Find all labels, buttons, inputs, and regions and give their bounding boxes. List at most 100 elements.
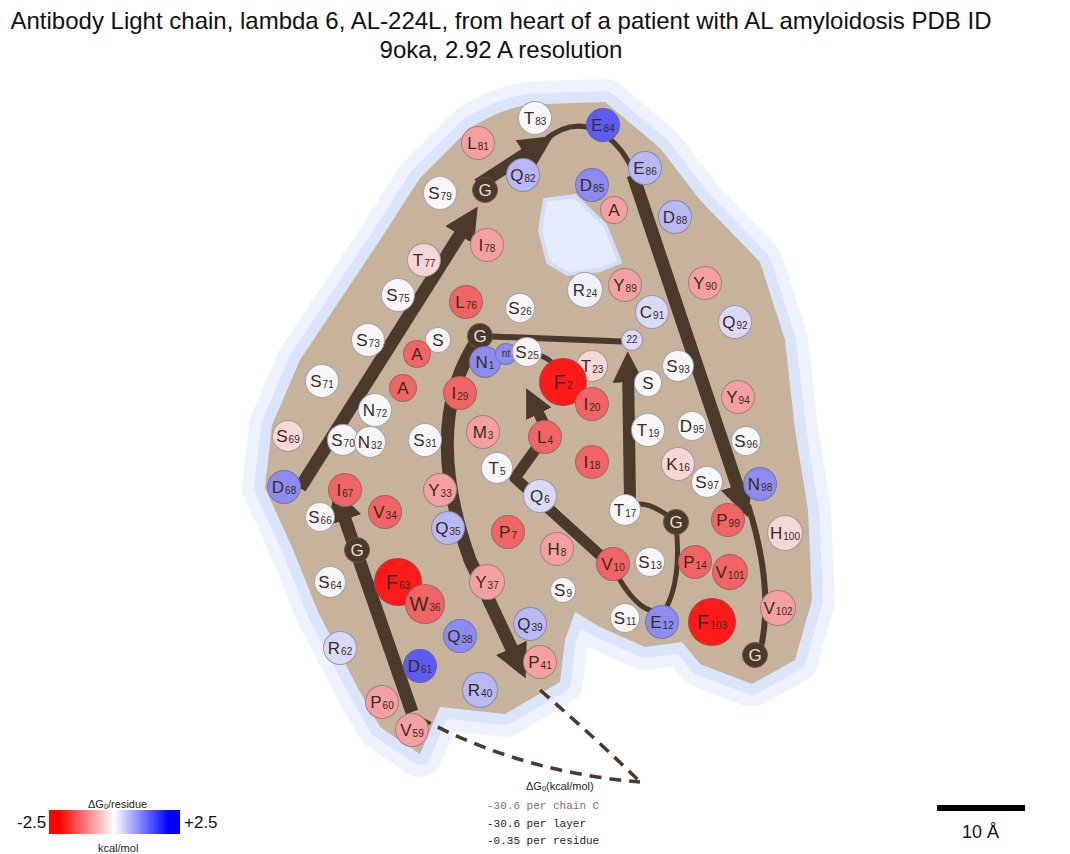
residue-node: Q92	[718, 305, 752, 339]
residue-number: 103	[710, 621, 727, 631]
residue-letter: A	[608, 202, 619, 219]
residue-number: 63	[399, 581, 410, 591]
residue-node: W36	[405, 584, 445, 624]
residue-letter: S	[614, 610, 625, 627]
residue-node: S73	[351, 323, 385, 357]
residue-node: I18	[575, 445, 609, 479]
residue-letter: A	[411, 346, 422, 363]
residue-letter: Y	[428, 482, 439, 499]
residue-number: 1	[489, 361, 495, 371]
residue-number: 26	[521, 307, 532, 317]
residue-node: L4	[528, 420, 562, 454]
residue-node: M3	[466, 415, 500, 449]
residue-letter: T	[413, 252, 423, 269]
residue-letter: R	[328, 640, 340, 657]
residue-letter: S	[666, 358, 677, 375]
residue-number: 94	[739, 396, 750, 406]
scale-label: 10 Å	[962, 822, 999, 842]
residue-number: 64	[331, 581, 342, 591]
backbone-ribbon	[300, 126, 765, 782]
residue-letter: T	[489, 460, 499, 477]
residue-letter: P	[683, 554, 694, 571]
residue-node: P14	[678, 545, 712, 579]
label-holder: ΔGₒ/residue	[88, 794, 147, 812]
residue-letter: Y	[726, 389, 737, 406]
residue-number: 25	[528, 351, 539, 361]
residue-letter: K	[666, 456, 677, 473]
residue-node: Y94	[721, 380, 755, 414]
residue-node: E86	[628, 151, 662, 185]
title: Antibody Light chain, lambda 6, AL-224L,…	[0, 6, 1011, 64]
residue-number: 77	[424, 259, 435, 269]
residue-node: D95	[677, 411, 707, 441]
residue-node: P41	[523, 645, 557, 679]
residue-letter: S	[356, 332, 367, 349]
residue-number: 38	[462, 635, 473, 645]
residue-number: 24	[586, 289, 597, 299]
residue-letter: Y	[613, 277, 624, 294]
legend-holder: -2.5	[17, 813, 46, 833]
residue-number: 13	[651, 561, 662, 571]
residue-letter: D	[272, 479, 284, 496]
residue-node: S97	[691, 466, 723, 498]
residue-number: 75	[399, 294, 410, 304]
residue-number: 90	[706, 282, 717, 292]
residue-letter: Q	[435, 520, 448, 537]
residue-letter: T	[614, 502, 624, 519]
residue-node: C91	[635, 295, 669, 329]
legend-note: ΔGₒ/residue	[88, 798, 147, 810]
residue-number: 93	[679, 365, 690, 375]
residue-letter: I	[452, 385, 457, 402]
residue-number: 2	[567, 381, 573, 391]
label-holder: -30.6 per chain C	[487, 795, 599, 813]
residue-number: 89	[626, 284, 637, 294]
residue-node: F103	[688, 598, 736, 646]
residue-number: 78	[484, 244, 495, 254]
residue-letter: S	[310, 373, 321, 390]
residue-node: A	[600, 196, 628, 224]
residue-node: S79	[423, 176, 457, 210]
residue-letter: V	[400, 722, 411, 739]
residue-number: 40	[481, 689, 492, 699]
residue-number: 98	[761, 483, 772, 493]
residue-number: 101	[728, 571, 745, 581]
residue-letter: Q	[447, 628, 460, 645]
residue-node: V102	[760, 590, 796, 626]
residue-node: I20	[575, 387, 609, 421]
residue-letter: V	[763, 600, 774, 617]
residue-node: S75	[381, 278, 415, 312]
residue-node: L76	[449, 285, 483, 319]
residue-number: 62	[341, 647, 352, 657]
label-holder: -0.35 per residue	[487, 830, 599, 848]
residue-node: E12	[645, 605, 679, 639]
residue-node: Q6	[523, 479, 557, 513]
residue-node: N72	[358, 393, 392, 427]
residue-node: Q38	[443, 619, 477, 653]
residue-letter: I	[584, 396, 589, 413]
residue-node: G	[467, 323, 493, 349]
residue-node: S93	[662, 350, 694, 382]
residue-letter: G	[473, 328, 486, 345]
residue-number: 11	[626, 617, 636, 627]
residue-letter: S	[734, 433, 745, 450]
residue-node: Q39	[513, 607, 547, 641]
residue-number: 10	[614, 563, 625, 573]
residue-node: P99	[711, 503, 745, 537]
residue-number: 6	[544, 495, 550, 505]
legend-text: -2.5	[17, 813, 46, 832]
residue-number: 3	[488, 431, 494, 441]
residue-letter: N	[363, 402, 375, 419]
residue-number: 66	[321, 516, 332, 526]
residue-number: 18	[589, 461, 600, 471]
residue-node: T83	[518, 101, 552, 135]
residue-letter: N	[748, 476, 760, 493]
residue-number: 81	[478, 142, 489, 152]
residue-letter: C	[640, 304, 652, 321]
color-scale-gradient	[59, 810, 169, 834]
residue-letter: S	[642, 375, 653, 392]
residue-letter: S	[413, 432, 424, 449]
residue-number: 39	[532, 623, 543, 633]
residue-node: Q35	[431, 511, 465, 545]
residue-letter: S	[508, 300, 519, 317]
residue-number: 14	[696, 561, 707, 571]
